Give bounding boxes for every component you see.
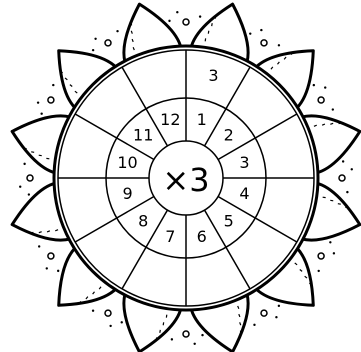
inner-number: 2 (224, 126, 234, 145)
inner-number: 5 (224, 211, 234, 230)
dot (199, 15, 201, 17)
dot-circle (105, 310, 111, 316)
dot-circle (183, 19, 189, 25)
inner-number: 3 (239, 153, 249, 172)
dot (275, 316, 277, 318)
dot (318, 270, 320, 272)
dot-circle (318, 253, 324, 259)
inner-number: 8 (138, 211, 148, 230)
ray-tick (24, 148, 27, 149)
dot (23, 163, 25, 165)
dot (19, 185, 21, 187)
outer-ring-answers: 3 (208, 66, 218, 85)
dot-circle (48, 97, 54, 103)
dot (92, 310, 94, 312)
dot (92, 49, 94, 51)
dot (28, 193, 30, 195)
dot (249, 32, 251, 34)
dot-circle (105, 40, 111, 46)
dot (38, 245, 40, 247)
dot (52, 84, 54, 86)
dot (313, 84, 315, 86)
dot (116, 30, 118, 32)
dot (342, 160, 344, 162)
dot-circle (48, 253, 54, 259)
ray-tick (160, 330, 161, 333)
dot-circle (27, 175, 33, 181)
dot-circle (261, 40, 267, 46)
dot (260, 29, 262, 31)
inner-number: 7 (165, 227, 175, 246)
dot (278, 44, 280, 46)
ray-tick (212, 23, 213, 26)
inner-number: 4 (239, 184, 249, 203)
dot (40, 113, 42, 115)
inner-number: 12 (160, 110, 180, 129)
dot (333, 252, 335, 254)
dot (346, 191, 348, 193)
inner-number: 9 (122, 184, 132, 203)
dot (168, 20, 170, 22)
dot (324, 86, 326, 88)
dot-circle (318, 97, 324, 103)
dot (176, 11, 178, 13)
inner-number: 10 (117, 153, 137, 172)
ray-tick (338, 204, 341, 205)
dot (171, 338, 173, 340)
outer-answer: 3 (208, 66, 218, 85)
ray-tick (345, 207, 348, 208)
ray-tick (156, 337, 157, 340)
dot (46, 267, 48, 269)
dot (201, 334, 203, 336)
dot (37, 101, 39, 103)
dot-circle (183, 331, 189, 337)
inner-number: 1 (197, 110, 207, 129)
dot (278, 305, 280, 307)
dot (193, 343, 195, 345)
ray-tick (31, 152, 34, 153)
dot (94, 38, 96, 40)
dot (121, 321, 123, 323)
dot (332, 108, 334, 110)
dot (253, 324, 255, 326)
dot (109, 325, 111, 327)
dot (329, 241, 331, 243)
dot (57, 270, 59, 272)
dot-circle (261, 310, 267, 316)
dot-circle (339, 175, 345, 181)
dot (351, 168, 353, 170)
ray-tick (215, 16, 216, 19)
inner-number: 6 (197, 227, 207, 246)
inner-number: 11 (133, 126, 153, 145)
center-multiplier-label: ×3 (162, 161, 209, 199)
